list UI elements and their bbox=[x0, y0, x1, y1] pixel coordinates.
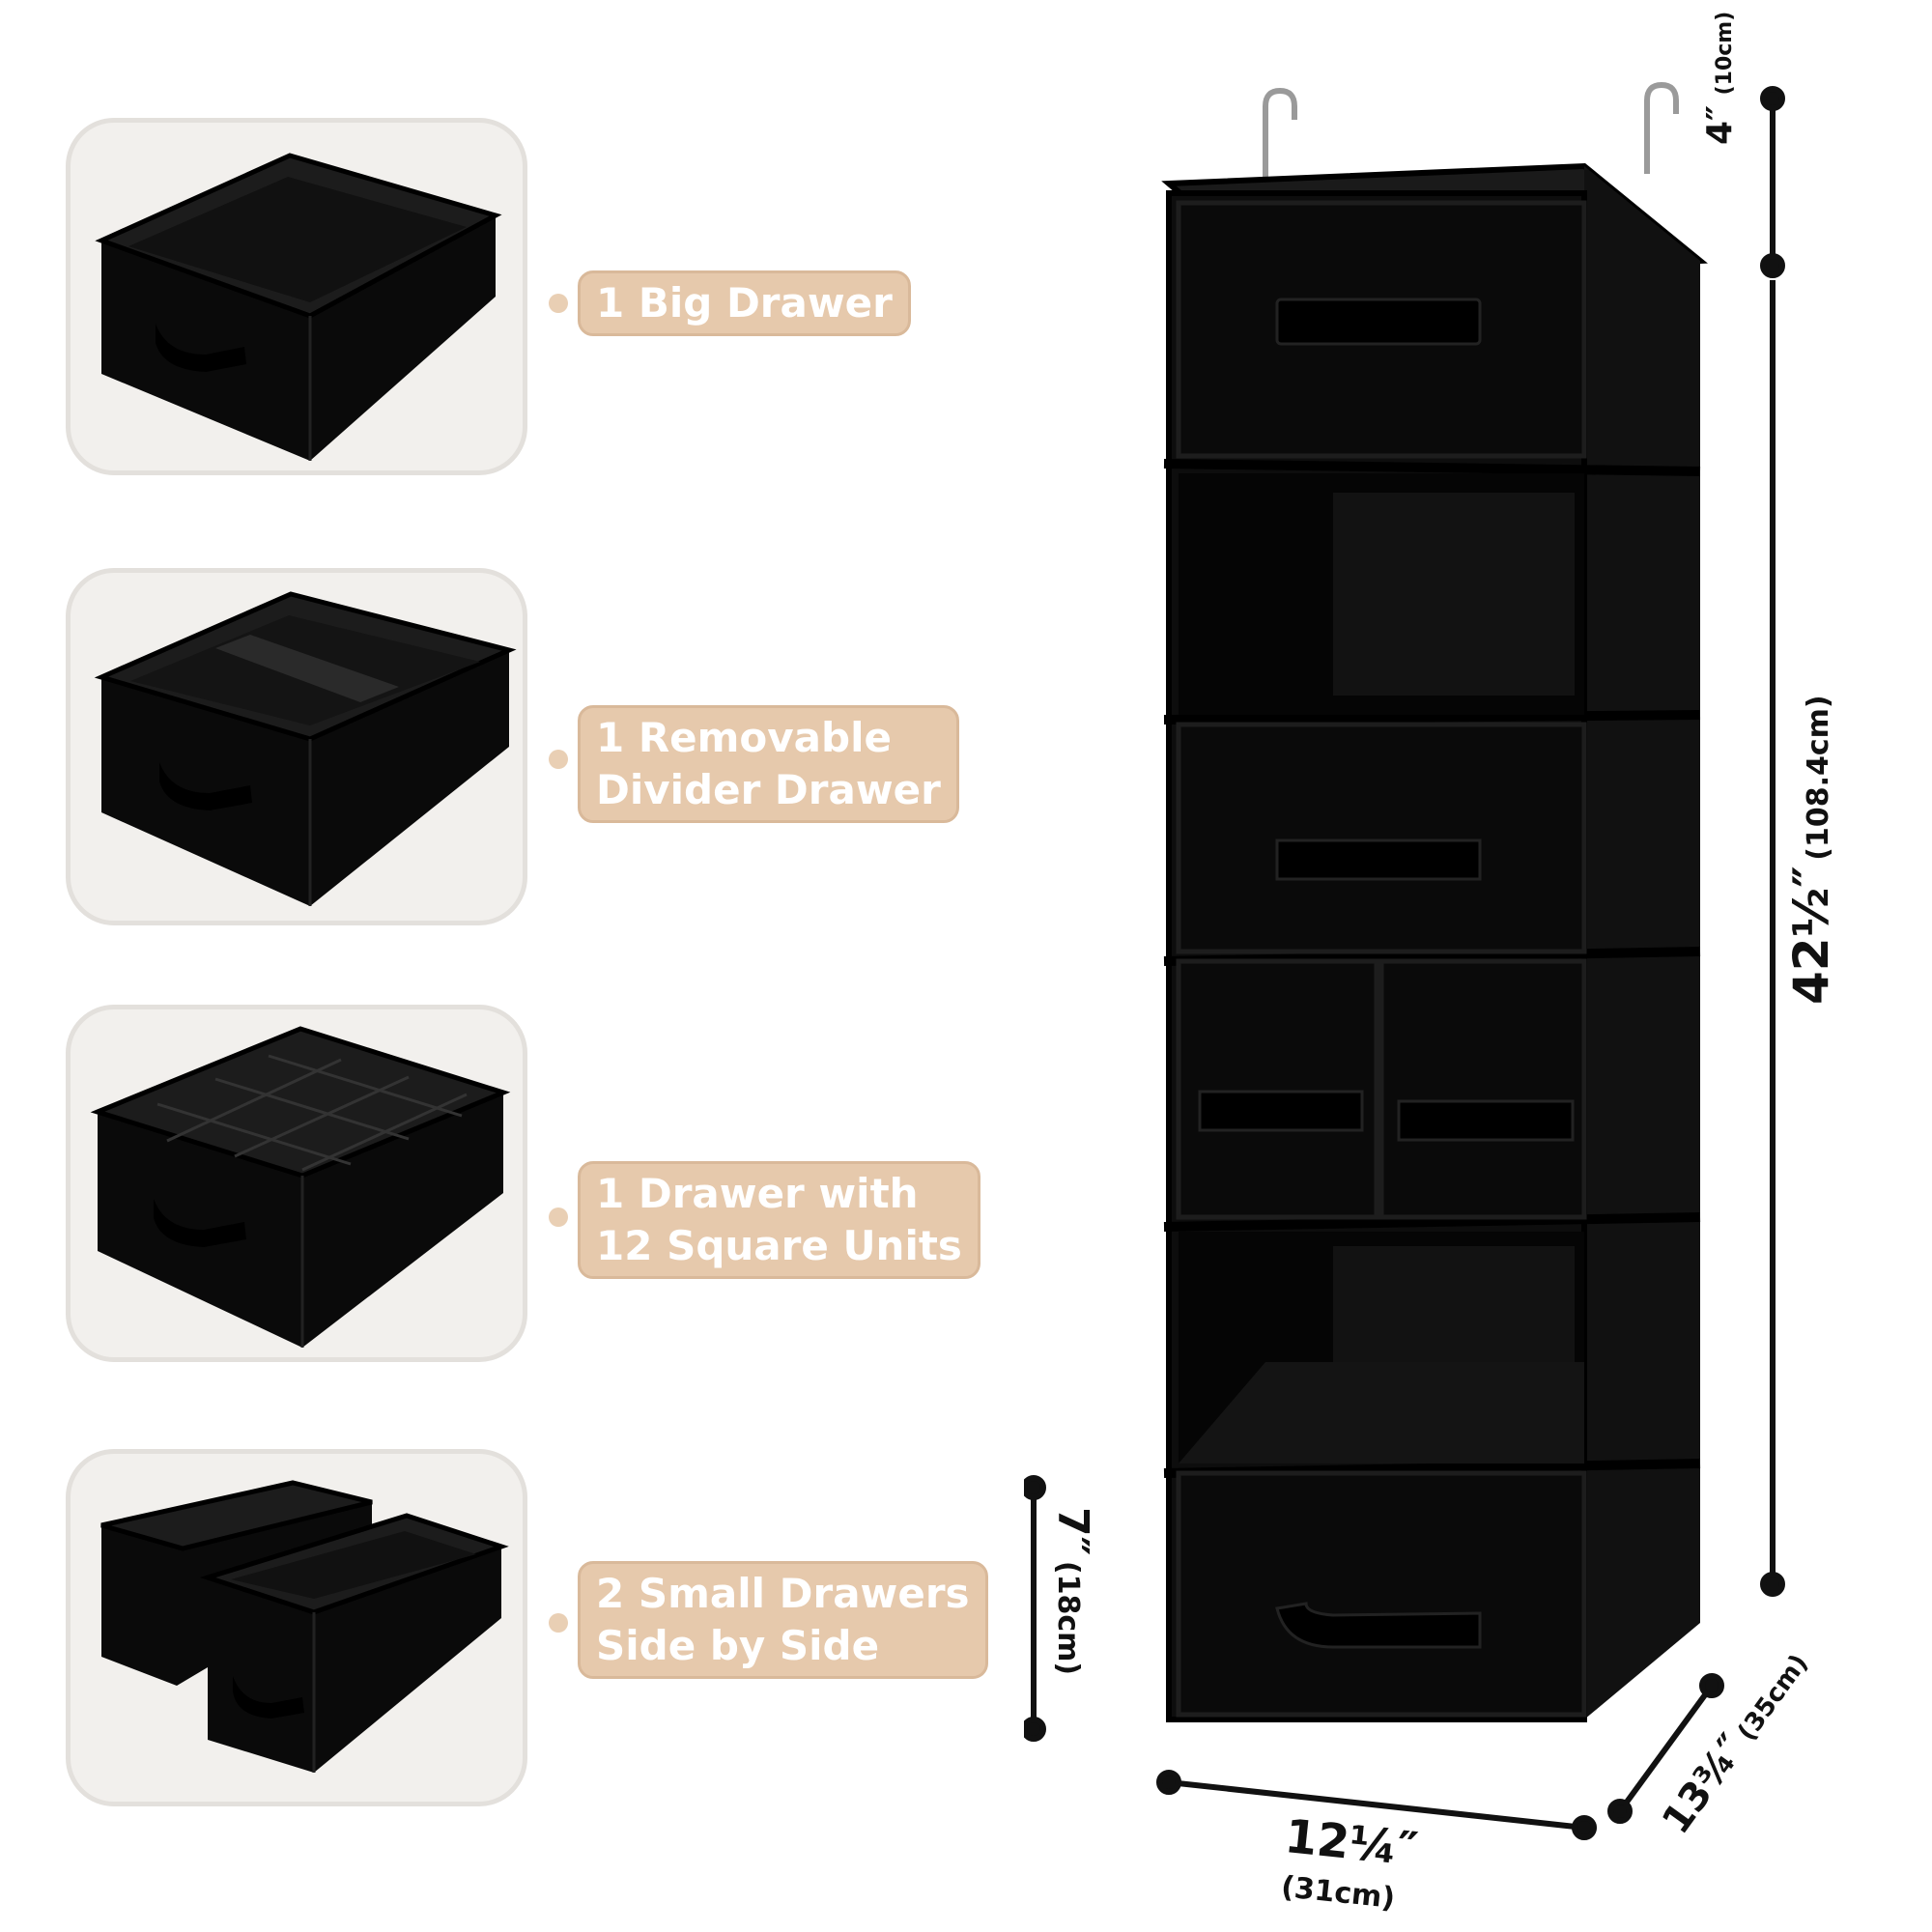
feature-label-12-units-drawer: 1 Drawer with 12 Square Units bbox=[578, 1161, 980, 1279]
feature-label-line: 1 Big Drawer bbox=[596, 279, 893, 327]
feature-card-small-drawers bbox=[66, 1449, 527, 1806]
divider-drawer-illustration bbox=[94, 591, 517, 906]
shelf-back-panel bbox=[1333, 1246, 1575, 1362]
grid-drawer-illustration bbox=[90, 1026, 511, 1348]
drawer-height-label: 7″ (18cm) bbox=[1048, 1507, 1097, 1675]
dimension-lines bbox=[1024, 86, 1785, 1840]
drawer-handle bbox=[1275, 298, 1482, 346]
feature-card-big-drawer bbox=[66, 118, 527, 475]
feature-label-line: 1 Removable bbox=[596, 714, 892, 761]
feature-label-line: 1 Drawer with bbox=[596, 1170, 919, 1217]
hanging-organizer-illustration bbox=[1024, 81, 1785, 1840]
drawer-bottom bbox=[1176, 1470, 1587, 1718]
side-panel bbox=[1584, 166, 1700, 1719]
total-height-label: 42½″ (108.4cm) bbox=[1783, 695, 1839, 1005]
hook-height-label: 4″ (10cm) bbox=[1700, 12, 1740, 145]
feature-card-12-units-drawer bbox=[66, 1005, 527, 1362]
drawer-height-value: 7″ bbox=[1048, 1507, 1097, 1556]
hanger-hooks bbox=[1263, 81, 1679, 184]
feature-dot bbox=[549, 750, 568, 769]
drawer-handle bbox=[1397, 1099, 1575, 1142]
feature-dot bbox=[549, 294, 568, 313]
feature-dot bbox=[549, 1208, 568, 1227]
drawer-height-metric: (18cm) bbox=[1051, 1560, 1085, 1676]
drawer-handle bbox=[1198, 1090, 1364, 1132]
small-drawer-right bbox=[1378, 958, 1587, 1220]
small-drawer-left bbox=[1176, 958, 1379, 1220]
shelf-back-panel bbox=[1333, 493, 1575, 696]
total-height-value: 42½″ bbox=[1783, 866, 1839, 1005]
feature-dot bbox=[549, 1613, 568, 1633]
feature-label-line: 2 Small Drawers bbox=[596, 1570, 970, 1617]
feature-label-big-drawer: 1 Big Drawer bbox=[578, 270, 911, 336]
hook-height-value: 4″ bbox=[1700, 104, 1740, 145]
feature-label-divider-drawer: 1 Removable Divider Drawer bbox=[578, 705, 959, 823]
feature-label-small-drawers: 2 Small Drawers Side by Side bbox=[578, 1561, 988, 1679]
feature-label-line: Side by Side bbox=[596, 1622, 880, 1669]
drawer-2 bbox=[1176, 722, 1587, 954]
shelf-floor bbox=[1179, 1362, 1584, 1463]
feature-card-divider-drawer bbox=[66, 568, 527, 925]
hook-height-metric: (10cm) bbox=[1713, 11, 1737, 96]
feature-label-line: 12 Square Units bbox=[596, 1222, 962, 1269]
small-drawers-illustration bbox=[100, 1480, 509, 1773]
feature-label-line: Divider Drawer bbox=[596, 766, 941, 813]
drawer-handle bbox=[1275, 1602, 1482, 1649]
big-drawer-illustration bbox=[95, 153, 502, 461]
drawer-handle bbox=[1275, 838, 1482, 881]
total-height-metric: (108.4cm) bbox=[1802, 695, 1835, 861]
